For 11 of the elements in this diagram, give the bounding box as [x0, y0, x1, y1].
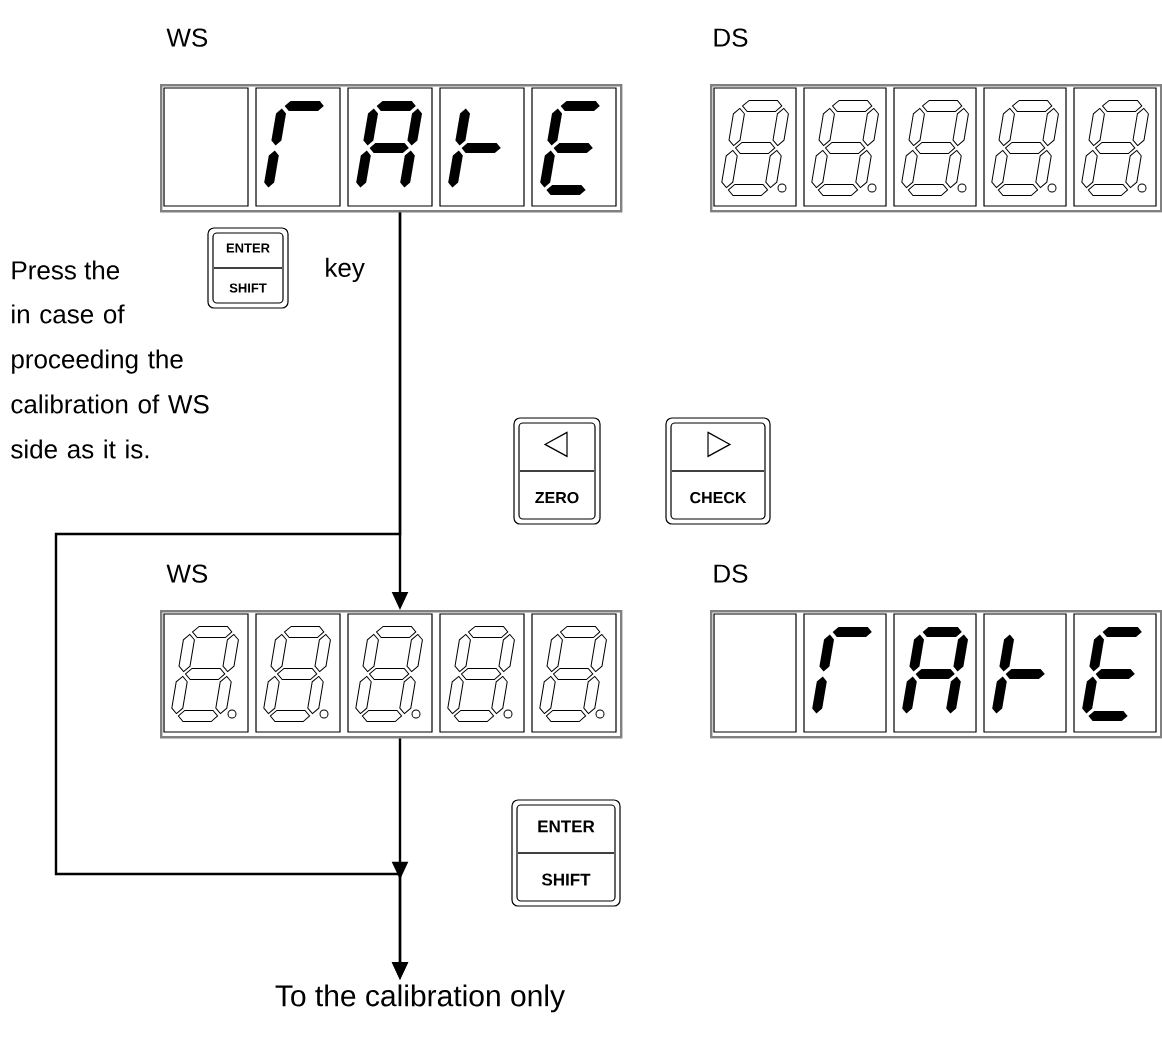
- display-label: DS: [714, 564, 748, 583]
- display-label: WS: [166, 28, 208, 47]
- note-text: Press the: [12, 260, 120, 280]
- display-label: WS: [166, 564, 208, 583]
- key-button: ENTER SHIFT: [511, 799, 621, 907]
- note-text: in case of proceeding the calibration of WS side as it is.: [11, 304, 209, 459]
- display-label: DS: [714, 28, 748, 47]
- key-button: ZERO: [513, 417, 601, 525]
- note-text: key: [326, 257, 365, 283]
- caption-text: To the calibration only: [275, 984, 565, 1013]
- key-button: CHECK: [665, 417, 771, 525]
